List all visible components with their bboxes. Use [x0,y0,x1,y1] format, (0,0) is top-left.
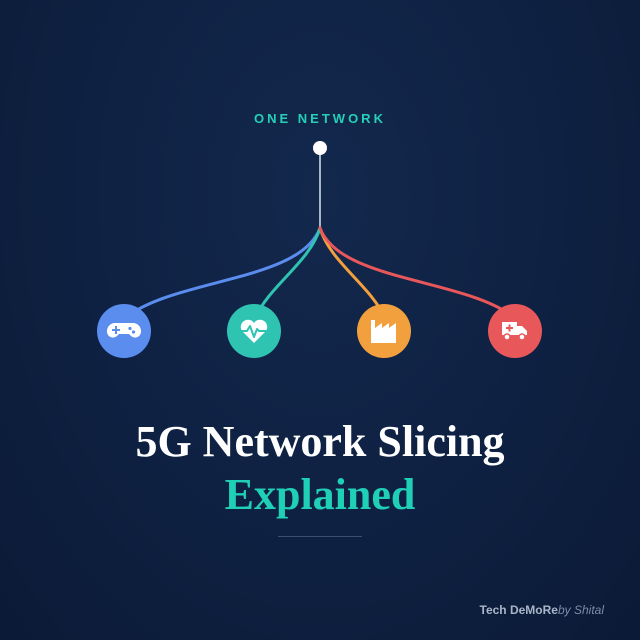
slice-node-gaming [97,304,151,358]
gamepad-icon [107,323,141,338]
heartbeat-icon [240,319,268,343]
credit-author: by Shital [557,603,604,617]
title-accent: Explained [224,470,416,519]
title-divider [278,536,362,537]
title-main: 5G Network Slicing [135,417,505,466]
branch-gaming [123,226,322,320]
slice-node-emergency [488,304,542,358]
network-label: ONE NETWORK [254,111,386,126]
source-node [313,141,327,155]
credit-brand: Tech DeMoRe [479,603,558,617]
credit-line: Tech DeMoReby Shital [480,603,605,617]
slice-node-health [227,304,281,358]
branch-emergency [318,226,517,320]
factory-icon [371,320,396,343]
slice-node-industry [357,304,411,358]
ambulance-icon [502,322,527,341]
